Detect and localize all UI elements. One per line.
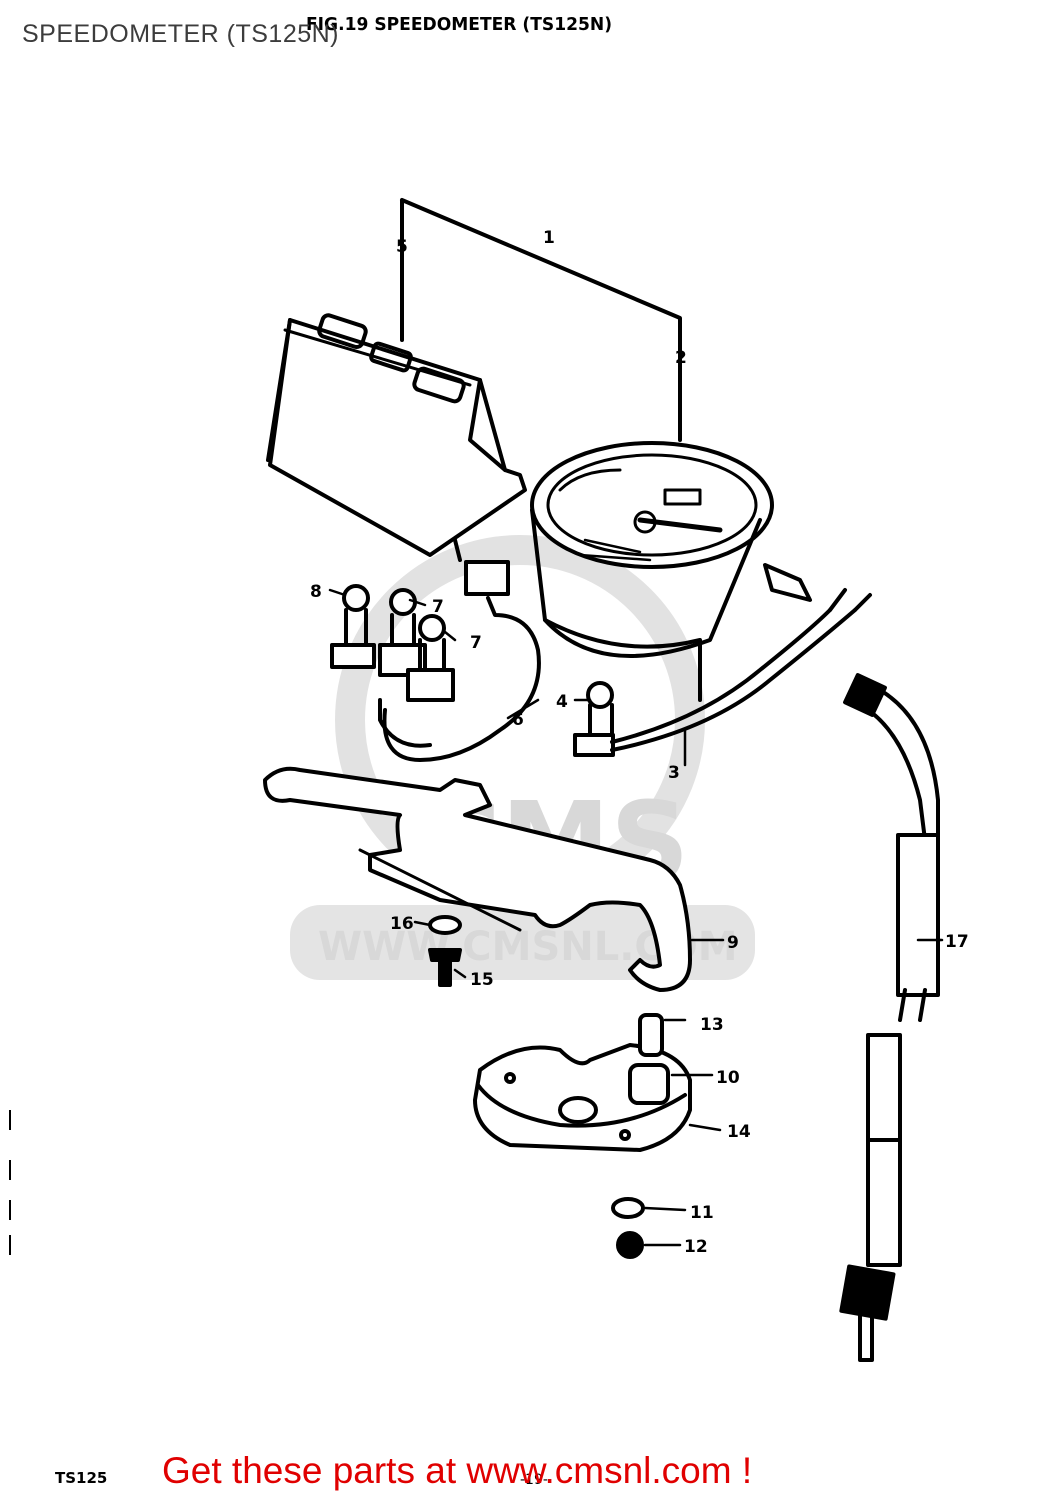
wire-harness (610, 608, 857, 752)
callout-14: 14 (727, 1122, 751, 1142)
nut-12 (616, 1231, 644, 1259)
callout-13: 13 (700, 1015, 724, 1035)
callout-4: 4 (556, 692, 568, 712)
callout-9: 9 (727, 933, 739, 953)
mounting-bracket (263, 766, 692, 992)
callout-11: 11 (690, 1203, 714, 1223)
callout-5: 5 (396, 237, 408, 257)
page-number: -19- (520, 1472, 548, 1488)
callout-8: 8 (310, 582, 322, 602)
bolt-15 (428, 948, 462, 987)
callout-16: 16 (390, 914, 414, 934)
speedometer-gauge (530, 441, 812, 702)
callout-17: 17 (945, 932, 969, 952)
figure-title: FIG.19 SPEEDOMETER (TS125N) (306, 14, 613, 35)
callout-3: 3 (668, 763, 680, 783)
callout-7a: 7 (432, 597, 444, 617)
callout-2: 2 (675, 348, 687, 368)
callout-7b: 7 (470, 633, 482, 653)
bulb-4 (586, 681, 614, 709)
callout-1: 1 (543, 228, 555, 248)
speedometer-cable (839, 673, 940, 1362)
leader-lines (328, 588, 944, 1247)
indicator-housing (266, 313, 527, 562)
damper-10 (628, 1063, 670, 1105)
page-title: SPEEDOMETER (TS125N) (22, 20, 340, 48)
callout-labels: 1 2 3 4 5 6 7 7 8 9 10 11 12 13 14 15 16… (310, 228, 969, 1257)
bulb-sockets (330, 584, 455, 748)
parts-link[interactable]: Get these parts at www.cmsnl.com ! (162, 1450, 753, 1491)
relay-connector (464, 560, 510, 596)
washer-11 (611, 1197, 645, 1219)
callout-6: 6 (512, 710, 524, 730)
washer-16 (428, 915, 462, 935)
callout-10: 10 (716, 1068, 740, 1088)
callout-15: 15 (470, 970, 494, 990)
model-code: TS125 (55, 1469, 108, 1487)
group-bracket (400, 198, 682, 442)
spacer-13 (638, 1013, 664, 1057)
callout-12: 12 (684, 1237, 708, 1257)
